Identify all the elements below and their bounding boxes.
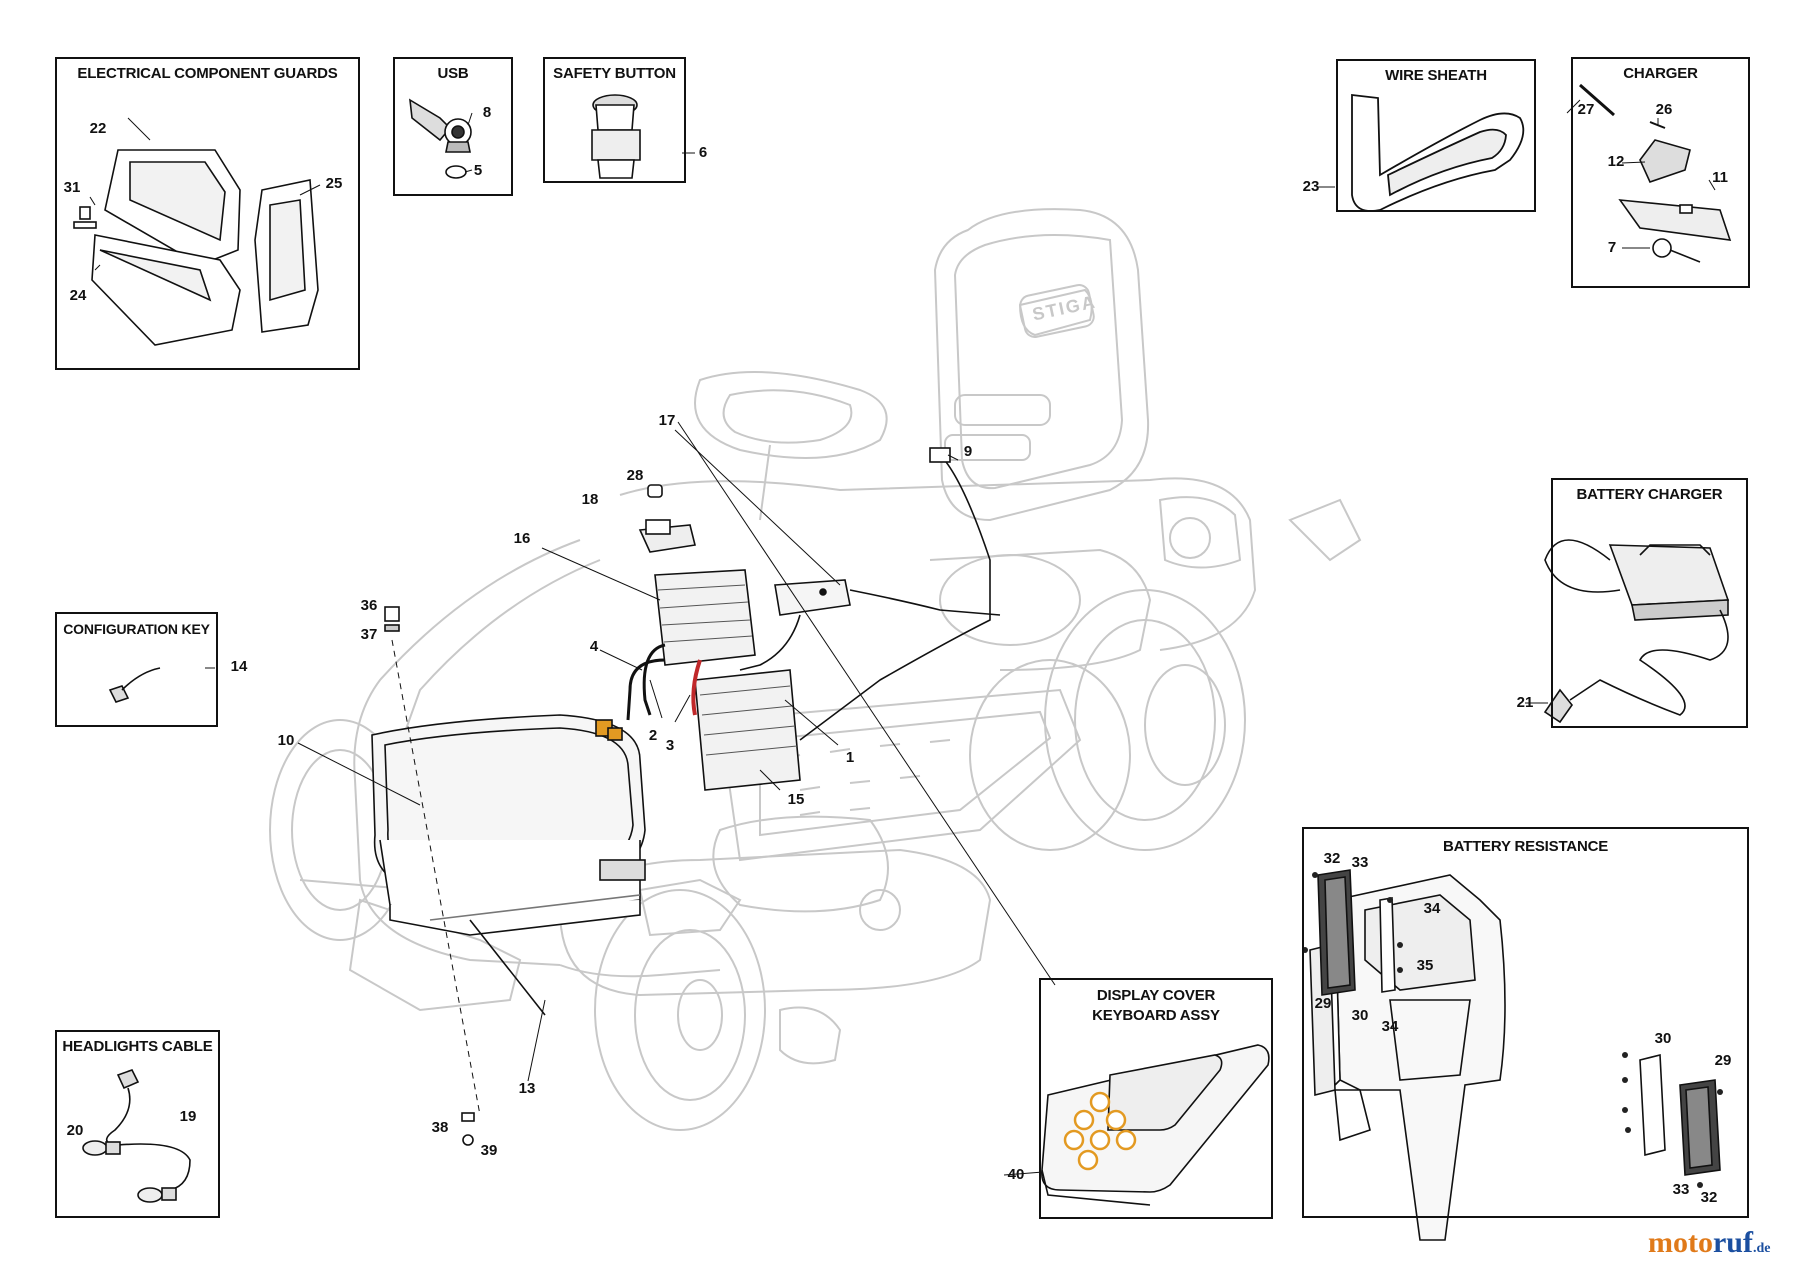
safety-button-box: SAFETY BUTTON [543, 57, 686, 183]
callout-28: 28 [626, 467, 644, 484]
wire-sheath-art [1351, 93, 1525, 212]
seat-logo [1019, 284, 1095, 338]
callout-32b: 32 [1700, 1189, 1718, 1206]
box-title: HEADLIGHTS CABLE [62, 1038, 213, 1055]
callout-13: 13 [518, 1080, 536, 1097]
guide-line [391, 639, 481, 1116]
tractor-outline [269, 208, 1362, 1131]
headlights-cable-art [82, 1069, 191, 1203]
headlights-cable-box: HEADLIGHTS CABLE [55, 1030, 220, 1218]
guards-art [73, 149, 319, 346]
electrical-parts [371, 447, 1001, 1146]
box-leaders [89, 99, 1716, 704]
callout-29b: 29 [1714, 1052, 1732, 1069]
callout-1: 1 [845, 749, 855, 766]
configuration-key-box: CONFIGURATION KEY [55, 612, 218, 727]
callout-3: 3 [665, 737, 675, 754]
leader-lines [205, 421, 1056, 1176]
callout-27: 27 [1577, 101, 1595, 118]
callout-21: 21 [1516, 694, 1534, 711]
display-cover-box: DISPLAY COVER KEYBOARD ASSY [1039, 978, 1273, 1219]
callout-36: 36 [360, 597, 378, 614]
callout-39: 39 [480, 1142, 498, 1159]
wire-sheath-box: WIRE SHEATH [1336, 59, 1536, 212]
callout-24: 24 [69, 287, 87, 304]
callout-23: 23 [1302, 178, 1320, 195]
box-title: CONFIGURATION KEY [63, 621, 210, 637]
callout-18: 18 [581, 491, 599, 508]
callout-2: 2 [648, 727, 658, 744]
box-title: WIRE SHEATH [1385, 67, 1487, 84]
usb-art [409, 98, 472, 179]
callout-12: 12 [1607, 153, 1625, 170]
callout-8: 8 [482, 104, 492, 121]
callout-25: 25 [325, 175, 343, 192]
callout-17: 17 [658, 412, 676, 429]
display-cover-art [1041, 1044, 1270, 1206]
box-title: BATTERY CHARGER [1576, 486, 1723, 503]
callout-33b: 33 [1672, 1181, 1690, 1198]
battery-resistance-box: BATTERY RESISTANCE [1302, 827, 1749, 1218]
callout-32a: 32 [1323, 850, 1341, 867]
callout-31: 31 [63, 179, 81, 196]
brand-suffix: .de [1752, 1241, 1771, 1256]
brand-part1: moto [1648, 1226, 1713, 1259]
callout-40: 40 [1007, 1166, 1025, 1183]
usb-box: USB [393, 57, 513, 196]
callout-38: 38 [431, 1119, 449, 1136]
box-title: SAFETY BUTTON [553, 65, 676, 82]
safety-button-art [591, 94, 641, 179]
callout-10: 10 [277, 732, 295, 749]
callout-29a: 29 [1314, 995, 1332, 1012]
callout-34b: 34 [1381, 1018, 1399, 1035]
callout-37: 37 [360, 626, 378, 643]
box-title: USB [437, 65, 469, 82]
callout-19: 19 [179, 1108, 197, 1125]
brand-part2: ruf [1712, 1226, 1753, 1259]
callout-26: 26 [1655, 101, 1673, 118]
callout-16: 16 [513, 530, 531, 547]
callout-35: 35 [1416, 957, 1434, 974]
callout-30a: 30 [1351, 1007, 1369, 1024]
box-title: BATTERY RESISTANCE [1442, 838, 1609, 855]
charger-art [1579, 83, 1732, 263]
callout-4: 4 [589, 638, 599, 655]
callout-30b: 30 [1654, 1030, 1672, 1047]
box-title: ELECTRICAL COMPONENT GUARDS [77, 65, 338, 82]
callout-33a: 33 [1351, 854, 1369, 871]
callout-15: 15 [787, 791, 805, 808]
electrical-component-guards-box: ELECTRICAL COMPONENT GUARDS [55, 57, 360, 370]
callout-5: 5 [473, 162, 483, 179]
callout-6: 6 [698, 144, 708, 161]
box-title: CHARGER [1623, 65, 1698, 82]
configuration-key-art [108, 667, 161, 703]
battery-resistance-art [1302, 869, 1723, 1241]
callout-20: 20 [66, 1122, 84, 1139]
brand-watermark: motoruf.de [1648, 1226, 1770, 1266]
battery-charger-box: BATTERY CHARGER [1551, 478, 1748, 728]
box-title: DISPLAY COVER KEYBOARD ASSY [1092, 987, 1220, 1024]
callout-11: 11 [1712, 169, 1728, 186]
callout-7: 7 [1607, 239, 1617, 256]
charger-box: CHARGER [1571, 57, 1750, 288]
callout-9: 9 [963, 443, 973, 460]
callout-14: 14 [230, 658, 248, 675]
callout-22: 22 [89, 120, 107, 137]
callout-34a: 34 [1423, 900, 1441, 917]
